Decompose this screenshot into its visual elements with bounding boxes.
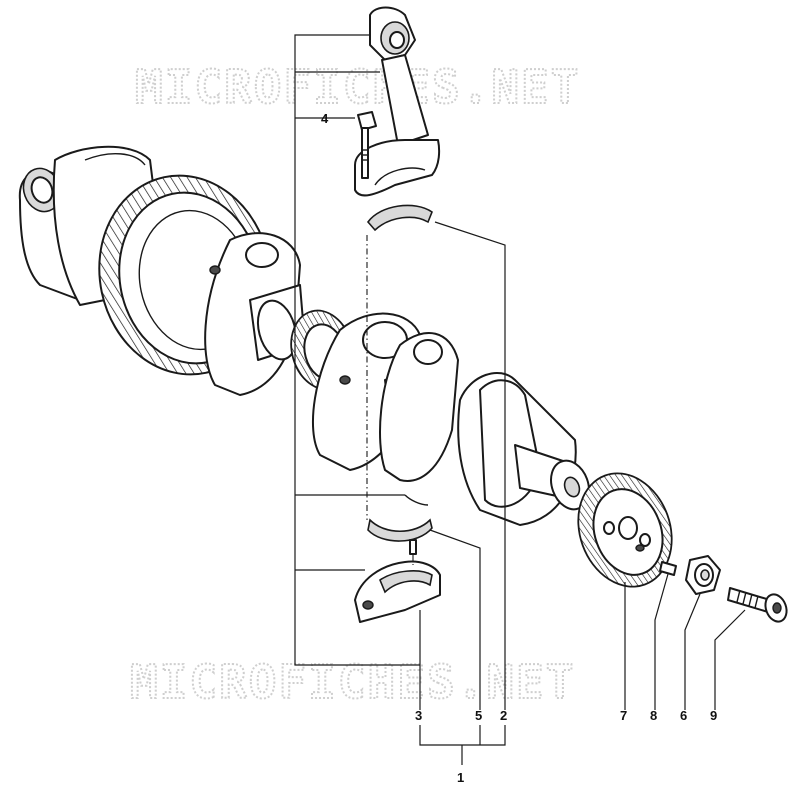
callout-4: 4 [321, 111, 329, 126]
callout-5: 5 [475, 708, 482, 723]
connecting-rod [354, 6, 441, 197]
callout-2: 2 [500, 708, 507, 723]
crankshaft [18, 145, 590, 526]
callout-6: 6 [680, 708, 687, 723]
crankshaft-right-journal [514, 444, 590, 511]
callout-8: 8 [650, 708, 657, 723]
callout-3: 3 [415, 708, 422, 723]
main-bearing-cap [354, 560, 441, 623]
callout-1: 1 [457, 770, 464, 785]
rotor-pin [659, 561, 677, 576]
crankshaft-web-4 [379, 332, 459, 482]
nut [685, 555, 721, 595]
rotor-bolt [727, 587, 788, 623]
leader-lines [294, 34, 746, 765]
watermark-top: MICROFICHES.NET [135, 60, 580, 114]
timing-rotor [577, 472, 673, 588]
watermark-bottom: MICROFICHES.NET [130, 655, 575, 709]
callout-7: 7 [620, 708, 627, 723]
upper-bearing-shell [366, 204, 433, 232]
lower-bearing-shell [367, 518, 433, 542]
dowel-pin [409, 539, 417, 555]
rod-bolt [357, 111, 377, 179]
callout-9: 9 [710, 708, 717, 723]
